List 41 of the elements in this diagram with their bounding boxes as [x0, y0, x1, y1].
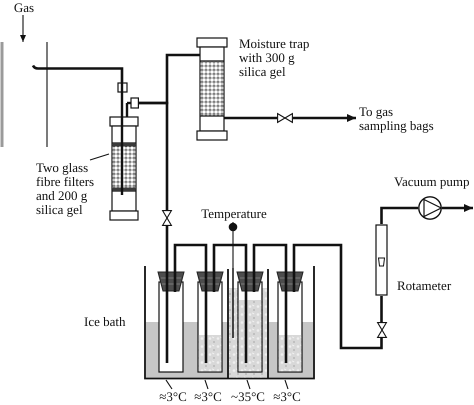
pipe [292, 244, 383, 350]
warm-bath-compartment [226, 268, 270, 380]
valve-symbol [376, 322, 386, 338]
outlet-arrow [442, 204, 473, 212]
rotameter-tube [374, 224, 389, 296]
leader-line [90, 153, 110, 161]
pipe [48, 67, 124, 82]
temperature-label: Temperature [198, 206, 270, 222]
pipe [380, 296, 383, 322]
moisture-trap-column [196, 37, 228, 141]
ice-bath-tank [143, 266, 316, 380]
pipe [224, 116, 277, 120]
temperature-value: ≈3°C [270, 389, 304, 404]
outlet-arrow [293, 114, 356, 122]
pipe [252, 244, 288, 271]
valve-symbol [162, 210, 172, 226]
temperature-value: ≈3°C [191, 389, 225, 404]
outlet-label: To gas sampling bags [356, 104, 436, 134]
leader-line [204, 380, 209, 390]
pump-label: Vacuum pump [394, 175, 470, 190]
pipe [212, 244, 248, 271]
pump-symbol [418, 196, 442, 220]
pipe [174, 244, 208, 271]
pipe [139, 102, 168, 210]
leader-line [284, 380, 289, 390]
trap-label: Moisture trap with 300 g silica gel [239, 37, 310, 81]
leader-line [166, 380, 172, 390]
rotameter-label: Rotameter [397, 279, 452, 294]
gas-duct [0, 42, 48, 147]
flow-arrow [20, 15, 26, 42]
valve-symbol [277, 113, 293, 123]
gas-label: Gas [10, 0, 38, 15]
leader-line [246, 380, 251, 390]
temperature-value: ~35°C [228, 389, 268, 404]
pipe [166, 226, 168, 271]
thermometer-probe [228, 222, 238, 268]
bath-label: Ice bath [84, 315, 127, 330]
filter-column [109, 82, 139, 221]
pipe [380, 206, 418, 224]
filter-label: Two glass fibre filters and 200 g silica gel [36, 160, 102, 218]
temperature-value: ≈3°C [156, 389, 190, 404]
